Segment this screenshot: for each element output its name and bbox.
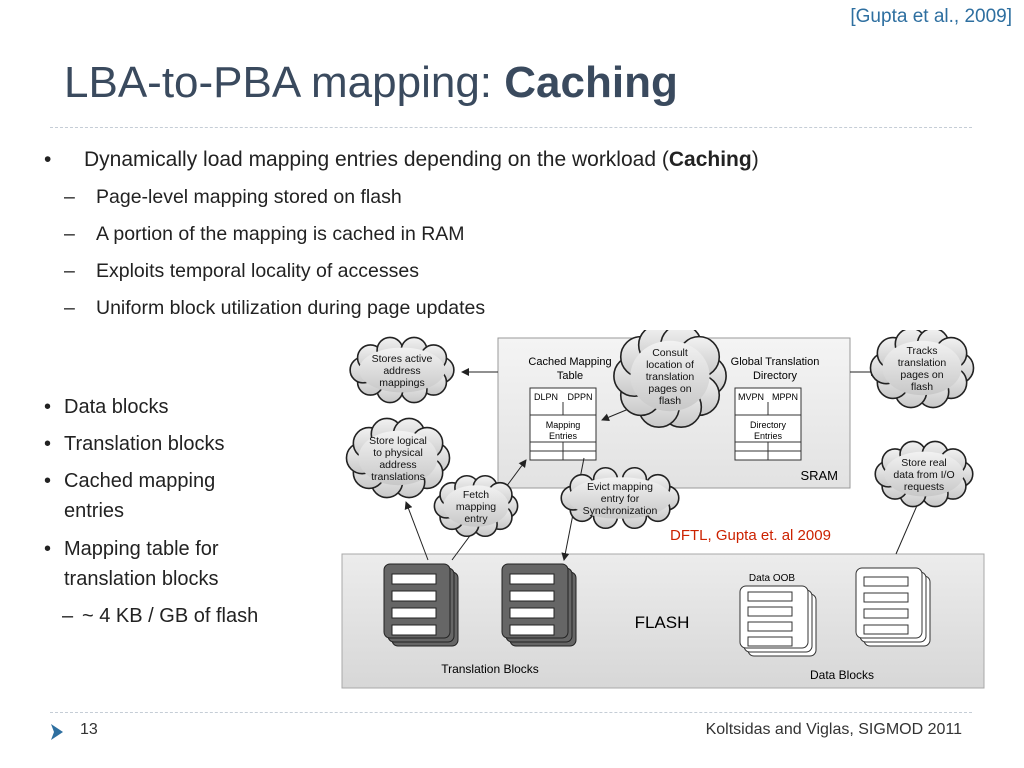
cloud-text: to physical <box>373 447 423 459</box>
left-bullet-text: translation blocks <box>64 568 219 590</box>
nav-arrow-icon <box>51 724 63 740</box>
left-bullet-text: Mapping table for <box>64 538 219 560</box>
gtd-box-label: Directory <box>750 420 787 430</box>
cloud-text: Stores active <box>372 353 433 365</box>
left-bullet-text: entries <box>64 500 125 522</box>
cloud-text: Store logical <box>369 435 427 447</box>
slide-title: LBA-to-PBA mapping: Caching <box>64 58 678 108</box>
translation-block-stack <box>383 563 459 647</box>
cmt-box-label: Entries <box>549 431 578 441</box>
title-bold: Caching <box>504 58 678 107</box>
cmt-col: DLPN <box>534 392 558 402</box>
cloud-text: Tracks <box>906 345 937 357</box>
left-bullet-text: Translation blocks <box>64 433 225 455</box>
cmt-col: DPPN <box>567 392 592 402</box>
cloud-text: mapping <box>456 501 496 513</box>
gtd-col: MVPN <box>738 392 764 402</box>
cloud-text: entry for <box>601 493 640 505</box>
main-bullet-bold: Caching <box>668 148 752 171</box>
data-block-stack <box>855 567 931 647</box>
dftl-diagram: SRAM Cached Mapping Table Global Transla… <box>341 330 985 689</box>
data-blocks-label: Data Blocks <box>810 668 874 682</box>
gtd-col: MPPN <box>772 392 798 402</box>
cloud-text: address <box>383 365 420 377</box>
sub-bullet-text: A portion of the mapping is cached in RA… <box>96 223 465 245</box>
sub-bullet-text: Exploits temporal locality of accesses <box>96 260 419 282</box>
cloud-text: Evict mapping <box>587 481 653 493</box>
cloud-text: translations <box>371 471 425 483</box>
main-bullet-text: Dynamically load mapping entries dependi… <box>84 148 669 171</box>
bullet-dot: • <box>44 148 52 171</box>
cmt-box-label: Mapping <box>546 420 581 430</box>
translation-block-stack <box>501 563 577 647</box>
cloud-text: entry <box>464 513 488 525</box>
cloud-text: translation <box>646 371 695 383</box>
cloud-text: data from I/O <box>893 469 954 481</box>
left-bullet-text: Data blocks <box>64 396 169 418</box>
title-plain: LBA-to-PBA mapping: <box>64 58 505 107</box>
cloud-text: flash <box>911 381 933 393</box>
gtd-title: Global Translation <box>731 356 820 368</box>
sram-label: SRAM <box>800 468 838 483</box>
cloud-text: flash <box>659 395 681 407</box>
figure-caption: DFTL, Gupta et. al 2009 <box>670 527 831 544</box>
cloud-text: Consult <box>652 347 688 359</box>
flash-label: FLASH <box>635 613 690 632</box>
cloud-text: requests <box>904 481 944 493</box>
cloud-text: pages on <box>900 369 943 381</box>
cloud-text: Synchronization <box>583 505 658 517</box>
footer-credit: Koltsidas and Viglas, SIGMOD 2011 <box>705 721 962 738</box>
sub-bullet-text: Uniform block utilization during page up… <box>96 297 486 319</box>
footer-divider <box>50 712 972 713</box>
cloud-text: Fetch <box>463 489 489 501</box>
left-sub-bullet-text: ~ 4 KB / GB of flash <box>82 605 259 627</box>
cloud-text: translation <box>898 357 947 369</box>
slide-number: 13 <box>80 721 98 738</box>
left-bullet-text: Cached mapping <box>64 470 216 492</box>
cmt-title: Table <box>557 370 583 382</box>
gtd-box-label: Entries <box>754 431 783 441</box>
cloud-text: location of <box>646 359 694 371</box>
data-block-stack <box>739 585 817 657</box>
cloud-text: pages on <box>648 383 691 395</box>
cloud-text: Store real <box>901 457 947 469</box>
title-divider <box>50 127 972 128</box>
main-bullet-close: ) <box>751 148 759 171</box>
citation: [Gupta et al., 2009] <box>850 6 1012 27</box>
data-oob-label: Data OOB <box>749 573 795 584</box>
gtd-title: Directory <box>753 370 798 382</box>
cloud-text: mappings <box>379 377 425 389</box>
cloud-text: address <box>379 459 416 471</box>
sub-bullet-text: Page-level mapping stored on flash <box>96 186 402 208</box>
translation-blocks-label: Translation Blocks <box>441 662 539 676</box>
cmt-title: Cached Mapping <box>528 356 611 368</box>
